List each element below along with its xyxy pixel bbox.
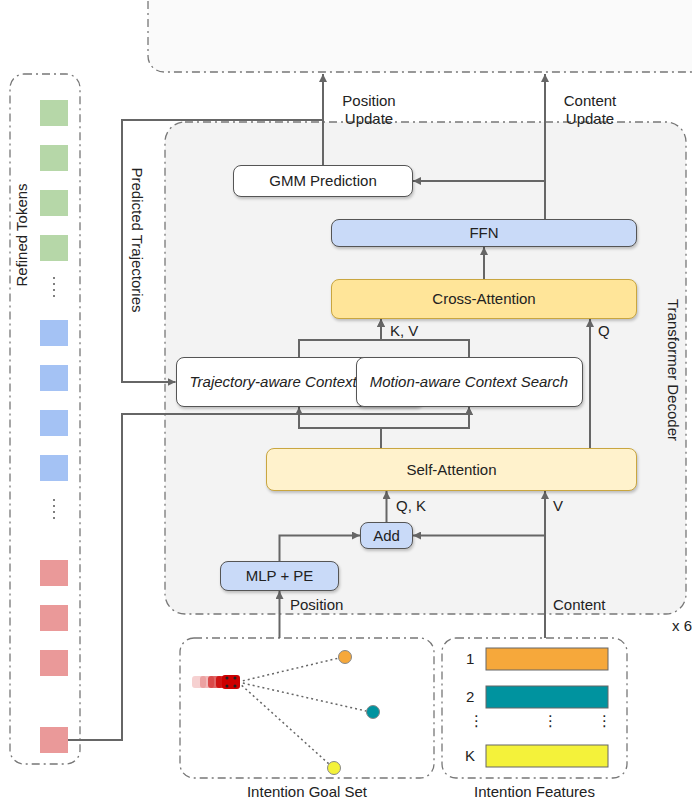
token-group: Refined Tokens: [10, 74, 80, 764]
edge-label: Position: [290, 596, 343, 614]
index-number: 2: [466, 688, 474, 706]
box-label: Cross-Attention: [432, 290, 535, 308]
edge-label: K, V: [390, 322, 418, 340]
feature-bars: [486, 648, 608, 767]
group-heading: Transformer Decoder: [664, 299, 682, 441]
edge-label: Q, K: [396, 497, 426, 515]
connector-arrow: [413, 181, 545, 219]
box-label: FFN: [469, 224, 498, 242]
connector-arrow: [386, 491, 388, 522]
group-heading: Refined Tokens: [13, 183, 31, 286]
group-heading: x 6: [672, 617, 692, 635]
ellipsis-mark: ⋮: [543, 712, 558, 730]
goal-illustration: [192, 651, 380, 775]
connector-arrow: [122, 120, 323, 382]
edge-label: V: [553, 497, 563, 515]
connector-arrow: [299, 319, 381, 357]
group-heading: Intention Features: [474, 783, 595, 801]
gmm-box: GMM Prediction: [233, 165, 413, 197]
add-box: Add: [360, 522, 413, 549]
self-attention-box: Self-Attention: [266, 448, 637, 491]
context-search-box: Motion-aware Context Search: [356, 357, 583, 407]
group-outlines: [10, 74, 686, 778]
group-outline: [180, 638, 434, 778]
group-heading: Intention Goal Set: [247, 783, 367, 801]
output-panel: [148, 0, 692, 72]
goal-set-panel: Intention Goal Set: [180, 638, 434, 778]
input-label: Content: [553, 596, 606, 614]
token-stack: [40, 100, 80, 753]
connector-arrow: [279, 591, 281, 638]
box-label: Add: [373, 527, 400, 545]
ellipsis-mark: ⋮: [469, 712, 484, 730]
edge-label: Q: [598, 322, 610, 340]
connector-arrow: [544, 491, 546, 638]
decoder-frame: Transformer Decoderx 6GMM PredictionFFNC…: [165, 122, 686, 614]
connector-arrow: [381, 319, 469, 357]
box-label: Motion-aware Context Search: [370, 373, 568, 391]
cross-attention-box: Cross-Attention: [331, 279, 637, 319]
ffn-box: FFN: [331, 219, 637, 247]
box-label: MLP + PE: [246, 567, 314, 585]
connector-arrow: [589, 319, 591, 448]
index-number: K: [465, 747, 475, 765]
box-label: GMM Prediction: [269, 172, 377, 190]
box-label: Self-Attention: [406, 461, 496, 479]
update-label: Content Update: [554, 92, 626, 128]
connector-arrow: [483, 247, 485, 279]
index-number: 1: [466, 650, 474, 668]
connector-arrow: [413, 536, 545, 639]
update-label: Position Update: [333, 92, 405, 128]
mlp-box: MLP + PE: [220, 561, 339, 591]
connector-arrow: [280, 536, 361, 562]
edge-label: Predicted Trajectories: [128, 167, 146, 312]
ellipsis-mark: ⋮: [597, 712, 612, 730]
group-outline: [442, 638, 627, 778]
group-outline: [10, 74, 80, 764]
group-outline: [165, 122, 686, 614]
